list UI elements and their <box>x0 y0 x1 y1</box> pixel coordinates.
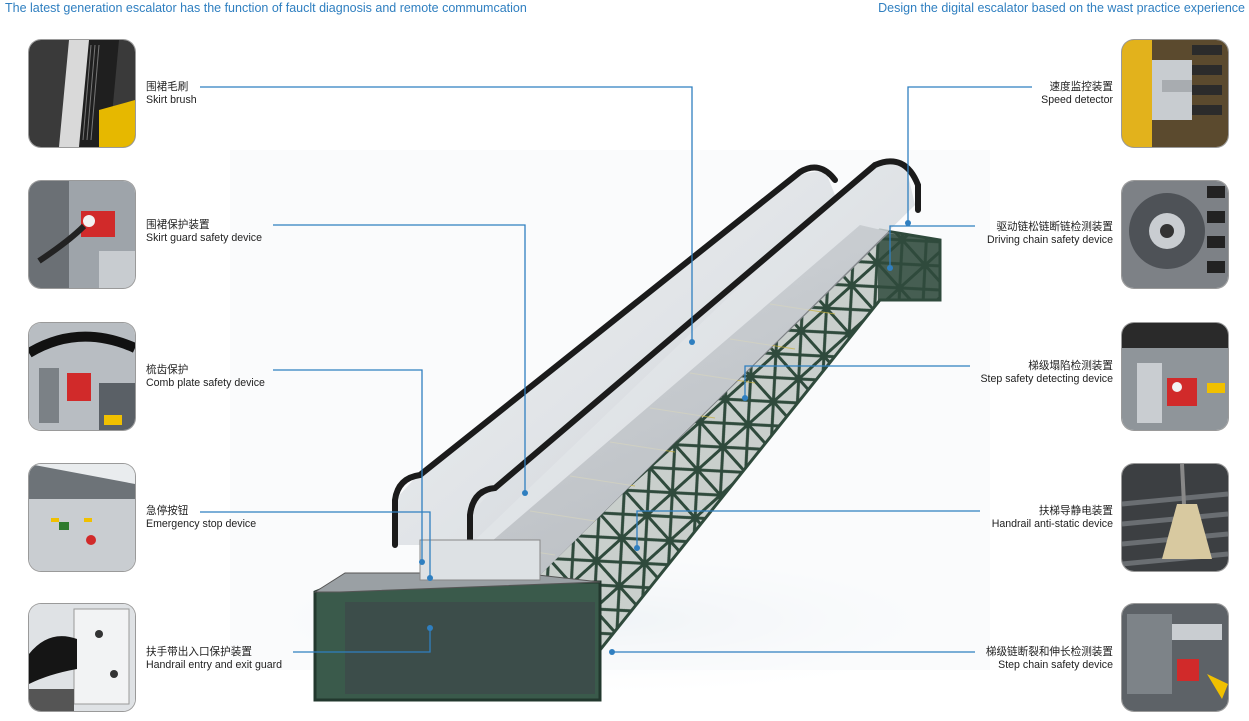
label-handrail-guard-zh: 扶手带出入口保护装置 <box>146 646 252 658</box>
handrail-guard-photo <box>29 604 135 711</box>
leader-line-driving-chain <box>889 225 975 268</box>
leader-line-skirt-guard <box>273 224 526 493</box>
label-emergency-stop-en: Emergency stop device <box>146 518 257 530</box>
label-skirt-brush-zh: 围裙毛刷 <box>146 81 189 93</box>
left-balustrade-glass <box>395 170 835 545</box>
comb-plate-photo <box>29 323 135 430</box>
leader-line-step-safety <box>744 365 970 398</box>
leader-line-skirt-brush <box>200 86 693 342</box>
left-handrail <box>392 164 838 548</box>
driving-chain-photo <box>1122 181 1228 288</box>
label-anti-static-zh: 扶梯导静电装置 <box>1038 505 1113 517</box>
right-handrail <box>467 158 921 563</box>
leader-line-anti-static <box>636 510 980 548</box>
lower-landing-pit <box>345 602 595 694</box>
label-step-chain-en: Step chain safety device <box>998 659 1113 671</box>
label-anti-static: 扶梯导静电装置 Handrail anti-static device <box>992 505 1113 531</box>
label-speed-detector-en: Speed detector <box>1041 94 1113 106</box>
label-step-chain-zh: 梯级链断裂和伸长检测装置 <box>985 646 1113 658</box>
label-driving-chain: 驱动链松链断链检测装置 Driving chain safety device <box>987 221 1113 247</box>
label-anti-static-en: Handrail anti-static device <box>991 518 1113 530</box>
label-comb-plate: 梳齿保护 Comb plate safety device <box>146 364 265 390</box>
speed-detector-photo <box>1122 40 1228 147</box>
right-balustrade-glass <box>470 162 915 575</box>
label-driving-chain-en: Driving chain safety device <box>986 234 1113 246</box>
leader-line-handrail-guard <box>293 628 431 653</box>
leader-line-speed-detector <box>907 86 1032 223</box>
skirt-brush-photo <box>29 40 135 147</box>
label-emergency-stop: 急停按钮 Emergency stop device <box>146 505 256 531</box>
step-chain-photo <box>1122 604 1228 711</box>
leader-line-emergency-stop <box>200 511 431 578</box>
label-driving-chain-zh: 驱动链松链断链检测装置 <box>996 221 1113 233</box>
label-comb-plate-zh: 梳齿保护 <box>146 364 189 376</box>
leader-dots <box>419 220 911 655</box>
label-skirt-guard-zh: 围裙保护装置 <box>146 219 210 231</box>
label-comb-plate-en: Comb plate safety device <box>146 377 265 389</box>
label-step-safety-en: Step safety detecting device <box>980 373 1113 385</box>
emergency-stop-photo <box>29 464 135 571</box>
header-left-text: The latest generation escalator has the … <box>5 1 527 15</box>
label-handrail-guard-en: Handrail entry and exit guard <box>146 659 283 671</box>
label-skirt-brush-en: Skirt brush <box>146 94 197 106</box>
label-skirt-guard: 围裙保护装置 Skirt guard safety device <box>146 219 262 245</box>
leader-line-comb-plate <box>273 369 423 562</box>
header-right-text: Design the digital escalator based on th… <box>878 1 1245 15</box>
upper-landing-frame <box>878 232 940 300</box>
label-handrail-guard: 扶手带出入口保护装置 Handrail entry and exit guard <box>146 646 282 672</box>
label-skirt-guard-en: Skirt guard safety device <box>146 232 262 244</box>
label-step-chain: 梯级链断裂和伸长检测装置 Step chain safety device <box>986 646 1113 672</box>
label-emergency-stop-zh: 急停按钮 <box>146 505 189 517</box>
label-skirt-brush: 围裙毛刷 Skirt brush <box>146 81 197 107</box>
newel-base <box>419 539 541 581</box>
label-step-safety-zh: 梯级塌陷检测装置 <box>1028 360 1113 372</box>
label-speed-detector: 速度监控装置 Speed detector <box>1041 81 1113 107</box>
label-speed-detector-zh: 速度监控装置 <box>1049 81 1113 93</box>
label-step-safety: 梯级塌陷检测装置 Step safety detecting device <box>980 360 1113 386</box>
skirt-guard-photo <box>29 181 135 288</box>
step-safety-photo <box>1122 323 1228 430</box>
anti-static-photo <box>1122 464 1228 571</box>
leader-lines <box>200 86 1032 653</box>
